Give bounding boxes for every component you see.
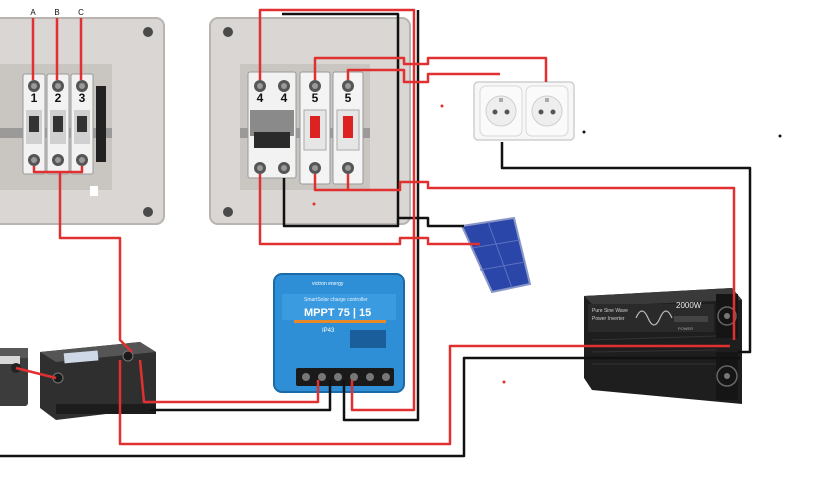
dot-marker [582,130,586,134]
wire-socket-right [474,56,548,82]
car-battery-icon [40,342,156,420]
wire-battery-bridge [15,366,57,380]
wall-socket-icon [473,81,575,141]
wire-breaker5-top-b [346,68,500,84]
wire-breaker4-bottom [258,174,480,246]
wire-negative-breaker-to-panel [282,12,400,228]
inverter-rating: 2000W [676,301,702,310]
neutral-bar [96,86,106,162]
phase-label-a: A [30,8,36,17]
breaker-label-5b: 5 [345,91,352,105]
wire-battery-inverter [118,344,730,446]
right-breaker-4-double-pole[interactable] [247,71,297,179]
inverter-line2: Power Inverter [592,316,625,322]
wire-negative-socket-to-inverter [500,142,752,354]
terminal-block [90,186,98,196]
breaker-label-2: 2 [55,91,62,105]
left-box-screw [143,27,153,37]
left-box-screw [143,207,153,217]
dot-marker [440,104,444,108]
dot-marker [778,134,782,138]
right-breaker-5b[interactable] [332,71,364,185]
inverter-line1: Pure Sine Wave [592,308,628,314]
breaker-label-4b: 4 [281,91,288,105]
cooling-fan-icon [716,294,738,338]
wire-negative-mppt [150,380,332,412]
negative-wiring [0,10,752,458]
cooling-fan-icon [716,352,738,400]
wire-negative-mppt-to-batt [342,10,420,422]
mppt-model-label: MPPT 75 | 15 [304,307,371,319]
left-breaker-2[interactable] [46,73,70,175]
breaker-label-1: 1 [31,91,38,105]
right-box-screw [223,27,233,37]
breaker-label-4a: 4 [257,91,264,105]
positive-wiring [15,8,736,446]
wire-breaker-to-inverter [348,180,736,340]
wire-left-to-battery [58,172,133,353]
mppt-product-line: SmartSolar charge controller [304,297,368,303]
wire-breaker4-top [258,8,416,412]
right-box-screw [223,207,233,217]
inverter-badge: POWER [678,326,693,331]
breaker-label-3: 3 [79,91,86,105]
wire-mppt-battery-pos [138,359,320,404]
left-breaker-1[interactable] [22,73,46,175]
phase-label-b: B [54,8,59,17]
wire-breaker5-bottom [313,174,350,192]
wire-left-bottom-bridge [32,166,84,174]
wire-negative-main [0,356,740,458]
mppt-ip-rating: IP43 [322,328,335,334]
mppt-charge-controller [273,273,405,393]
left-breaker-3[interactable] [70,73,94,175]
wire-breaker5-top [313,56,474,80]
breaker-label-5a: 5 [312,91,319,105]
car-battery-icon [0,348,28,406]
dot-marker [312,202,316,206]
phase-label-c: C [78,8,84,17]
solar-panel-icon [460,216,532,294]
mppt-brand-label: victron energy [312,281,344,287]
right-breaker-5a[interactable] [299,71,331,185]
dot-marker [502,380,506,384]
